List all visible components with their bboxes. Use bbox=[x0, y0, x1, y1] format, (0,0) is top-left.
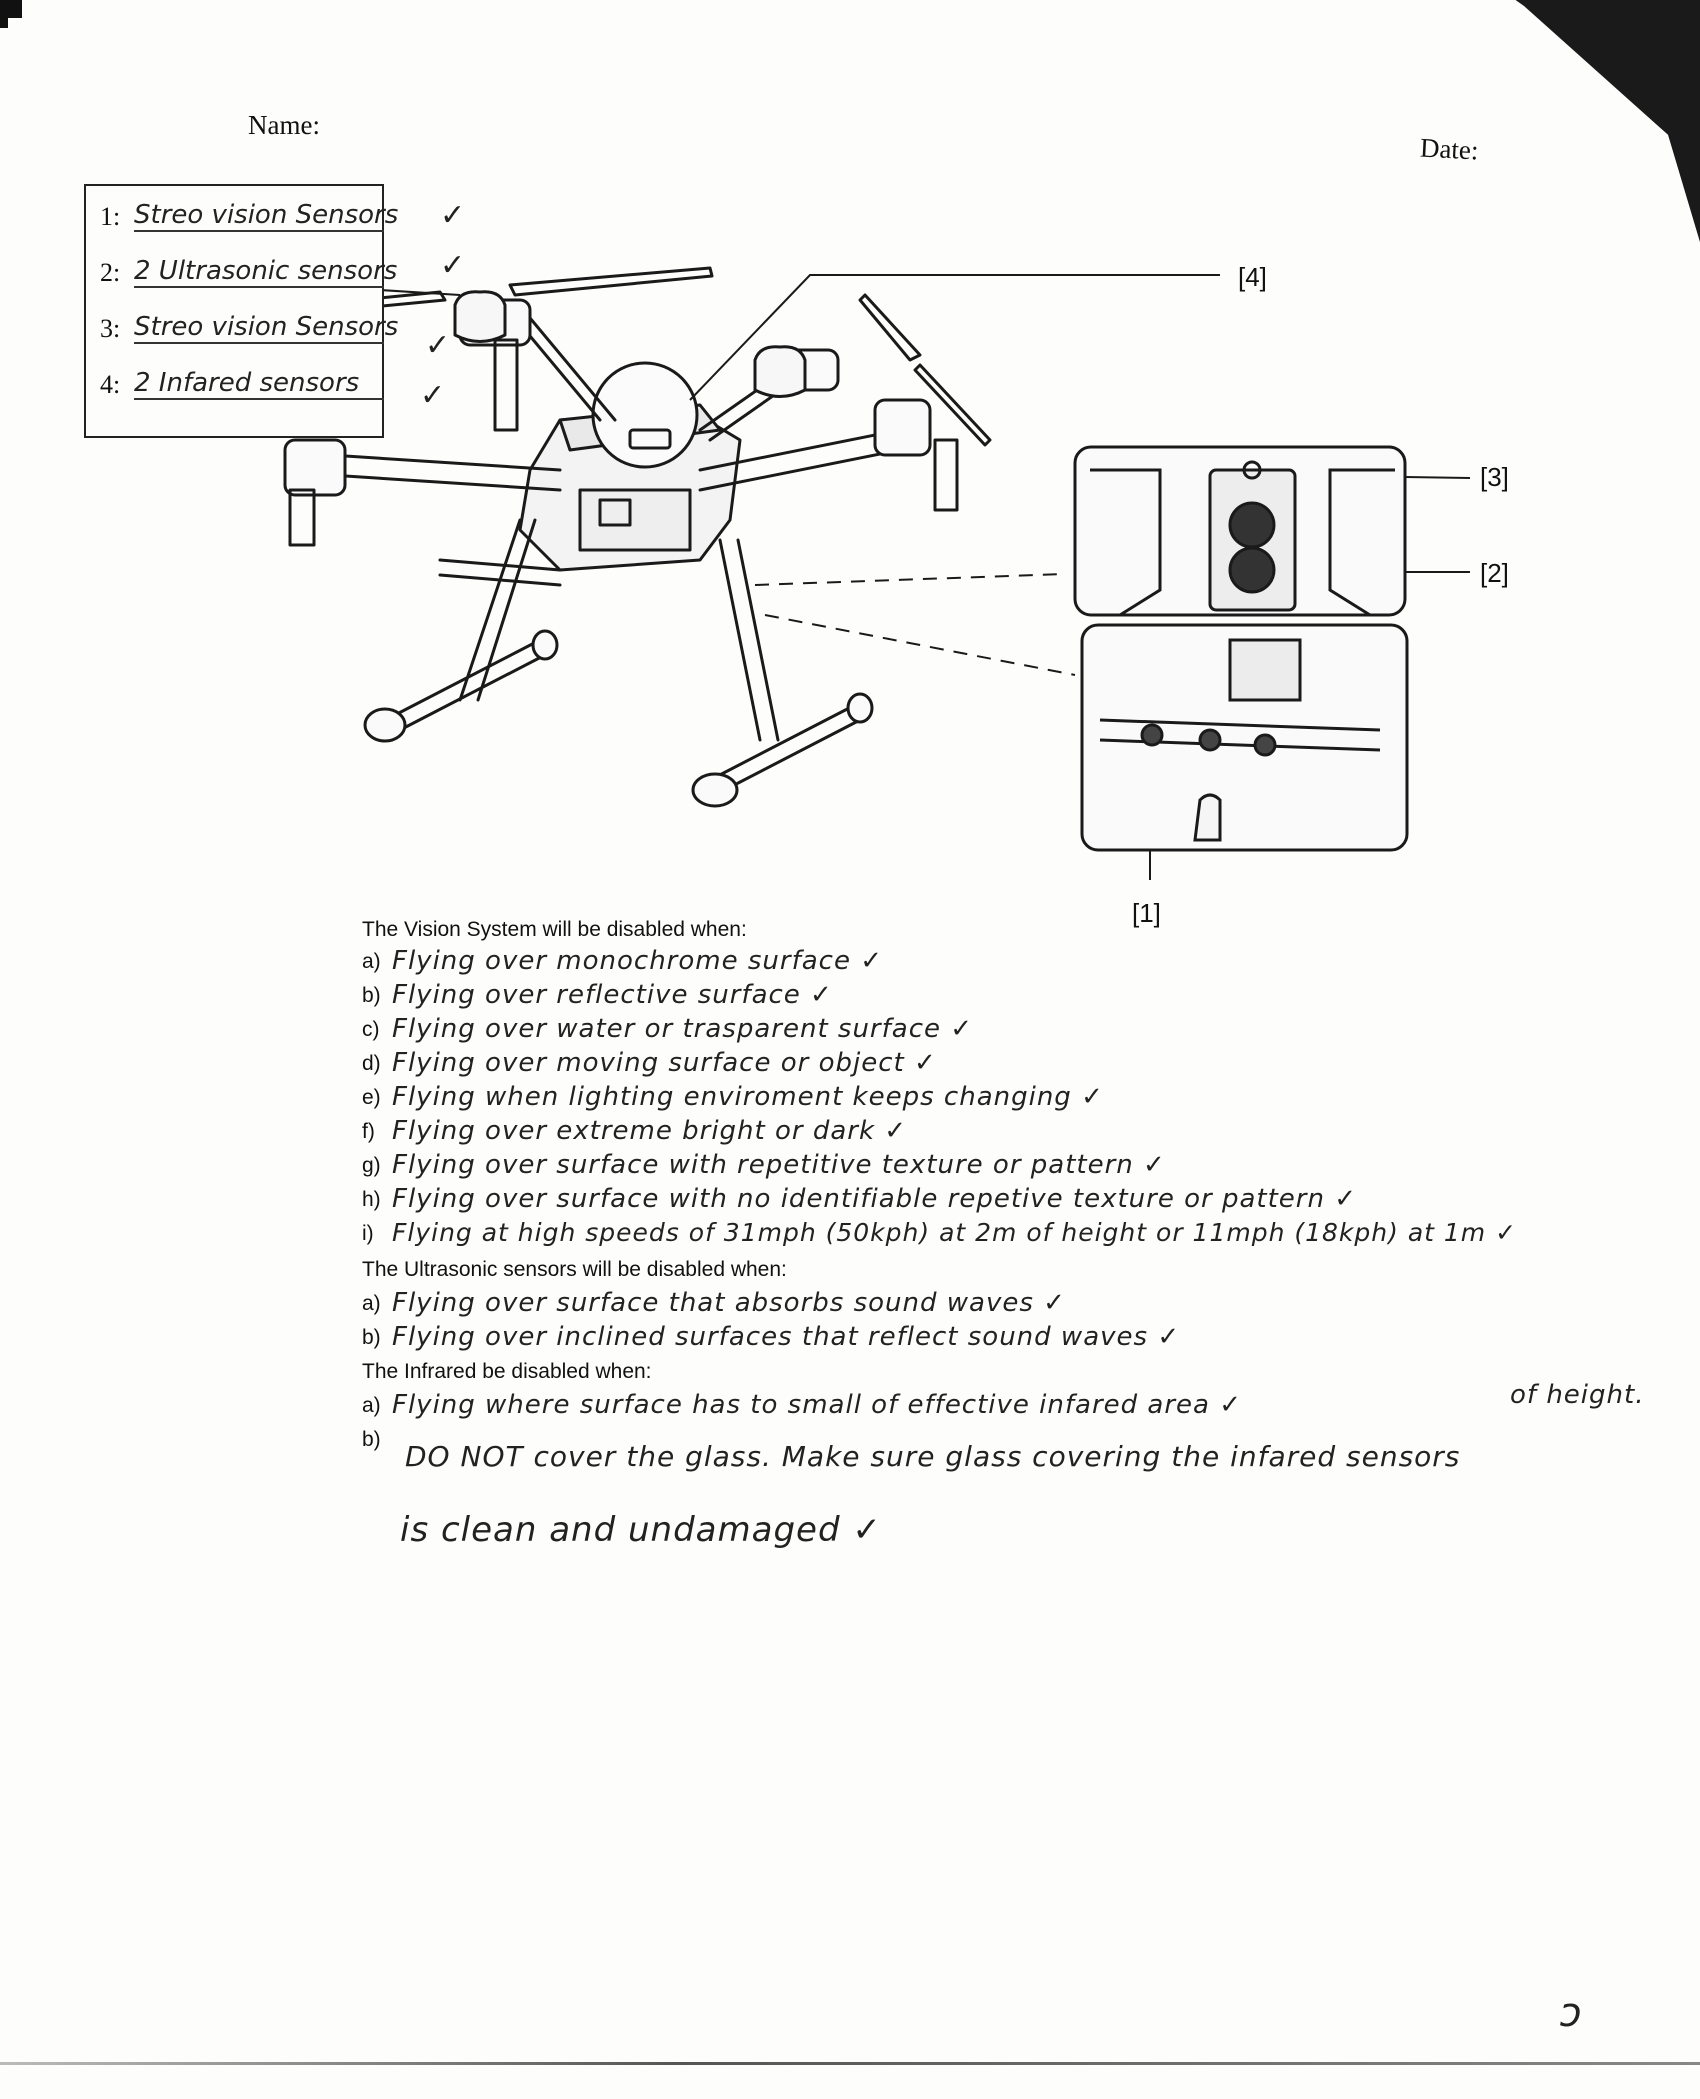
vision-letter: e) bbox=[362, 1086, 381, 1109]
callout-3: [3] bbox=[1480, 462, 1509, 492]
callout-2: [2] bbox=[1480, 558, 1509, 588]
vision-letter: h) bbox=[362, 1188, 381, 1211]
check-mark: ✓ bbox=[440, 248, 467, 283]
vision-heading: The Vision System will be disabled when: bbox=[362, 918, 747, 941]
ultrasonic-heading: The Ultrasonic sensors will be disabled … bbox=[362, 1258, 787, 1281]
vision-answer: Flying when lighting enviroment keeps ch… bbox=[392, 1082, 1104, 1112]
label-number: 2: bbox=[100, 258, 121, 287]
infrared-continuation: is clean and undamaged ✓ bbox=[400, 1510, 882, 1550]
infrared-heading: The Infrared be disabled when: bbox=[362, 1360, 652, 1383]
vision-letter: i) bbox=[362, 1222, 374, 1245]
vision-answer: Flying over reflective surface ✓ bbox=[392, 980, 833, 1010]
vision-letter: g) bbox=[362, 1154, 381, 1177]
vision-answer: Flying over surface with no identifiable… bbox=[392, 1184, 1357, 1214]
infrared-answer: Flying where surface has to small of eff… bbox=[392, 1390, 1243, 1420]
check-mark: ✓ bbox=[440, 198, 467, 233]
vision-letter: b) bbox=[362, 984, 381, 1007]
vision-letter: a) bbox=[362, 950, 381, 973]
ultrasonic-letter: b) bbox=[362, 1326, 381, 1349]
infrared-letter: b) bbox=[362, 1428, 381, 1451]
label-number: 3: bbox=[100, 314, 121, 343]
name-label: Name: bbox=[248, 110, 320, 140]
check-mark: ✓ bbox=[420, 378, 447, 413]
vision-answer: Flying over extreme bright or dark ✓ bbox=[392, 1116, 908, 1146]
label-answer: 2 Ultrasonic sensors bbox=[134, 256, 398, 288]
infrared-letter: a) bbox=[362, 1394, 381, 1417]
drone-diagram bbox=[283, 266, 1471, 880]
callout-1: [1] bbox=[1132, 898, 1161, 928]
vision-letter: f) bbox=[362, 1120, 375, 1143]
vision-answer: Flying over moving surface or object ✓ bbox=[392, 1048, 937, 1078]
check-mark: ✓ bbox=[425, 328, 452, 363]
inset-top bbox=[1073, 445, 1407, 617]
label-number: 4: bbox=[100, 370, 121, 399]
label-answer: Streo vision Sensors bbox=[134, 200, 399, 232]
ultrasonic-answer: Flying over surface that absorbs sound w… bbox=[392, 1288, 1066, 1318]
label-answer: 2 Infared sensors bbox=[134, 368, 384, 400]
label-answer: Streo vision Sensors bbox=[134, 312, 399, 344]
page-bottom-edge bbox=[0, 2062, 1700, 2065]
callout-4: [4] bbox=[1238, 262, 1267, 292]
ultrasonic-letter: a) bbox=[362, 1292, 381, 1315]
scan-edge-mark bbox=[0, 0, 8, 28]
vision-answer: Flying over monochrome surface ✓ bbox=[392, 946, 883, 976]
inset-bottom bbox=[1080, 623, 1409, 852]
vision-answer: Flying over surface with repetitive text… bbox=[392, 1150, 1166, 1180]
vision-continuation: of height. bbox=[1510, 1380, 1645, 1410]
vision-letter: d) bbox=[362, 1052, 381, 1075]
vision-answer: Flying over water or trasparent surface … bbox=[392, 1014, 974, 1044]
label-number: 1: bbox=[100, 202, 121, 231]
ultrasonic-answer: Flying over inclined surfaces that refle… bbox=[392, 1322, 1181, 1352]
sensor-label-box: 1: Streo vision Sensors 2: 2 Ultrasonic … bbox=[84, 184, 399, 438]
vision-answer: Flying at high speeds of 31mph (50kph) a… bbox=[392, 1218, 1518, 1247]
grade-mark: ↄ bbox=[1560, 1990, 1583, 2036]
vision-letter: c) bbox=[362, 1018, 380, 1041]
infrared-answer: DO NOT cover the glass. Make sure glass … bbox=[405, 1440, 1461, 1473]
